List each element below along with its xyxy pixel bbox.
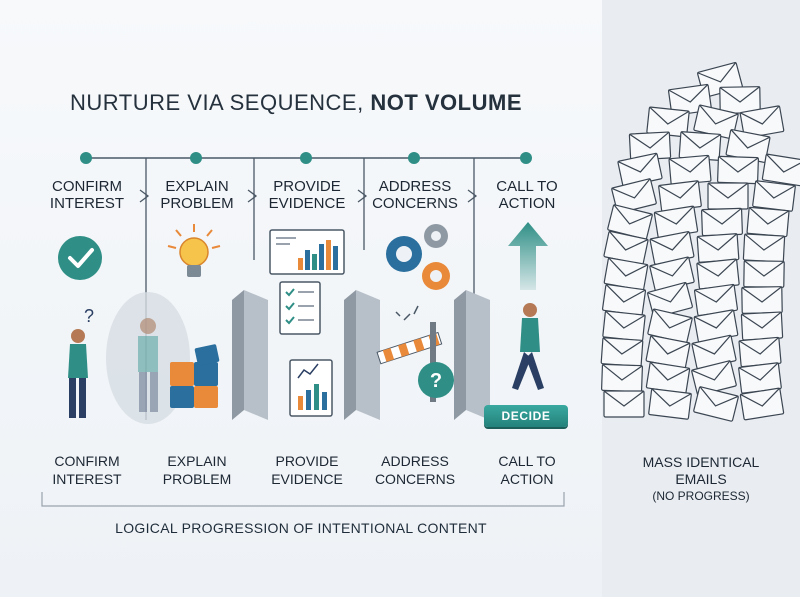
envelope-icon [603, 390, 645, 418]
envelope-icon [617, 152, 663, 188]
envelope-icon [707, 182, 749, 210]
step-label-5: CALL TO ACTION [496, 178, 558, 212]
timeline-node-4 [408, 152, 420, 164]
bottom-label-4: ADDRESS CONCERNS [374, 453, 456, 487]
envelope-icon [742, 233, 786, 263]
wall-3 [454, 290, 490, 420]
step-label-3: PROVIDE EVIDENCE [268, 178, 346, 212]
envelope-icon [649, 231, 695, 265]
step-label-4: ADDRESS CONCERNS [372, 178, 458, 212]
envelope-icon [611, 178, 657, 214]
mass-label-line1: MASS IDENTICAL [642, 454, 760, 470]
envelope-icon [693, 386, 739, 422]
envelope-pile [600, 61, 800, 422]
decide-badge: DECIDE [484, 405, 568, 427]
envelope-icon [601, 363, 643, 393]
check-circle-icon [58, 236, 102, 280]
envelope-icon [600, 337, 644, 367]
blurred-person-icon [106, 292, 190, 424]
mass-label-line3: (NO PROGRESS) [652, 489, 750, 503]
envelope-icon [752, 180, 796, 212]
bracket-line [41, 492, 565, 507]
bar-chart-board-icon [269, 229, 345, 275]
envelope-icon [717, 155, 759, 185]
arrow-1-icon [139, 189, 150, 203]
envelope-icon [647, 308, 693, 344]
envelope-icon [602, 310, 646, 342]
envelope-icon [658, 180, 702, 212]
envelope-icon [746, 206, 790, 238]
envelope-icon [648, 388, 692, 420]
svg-text:?: ? [430, 370, 442, 392]
bottom-label-5: CALL TO ACTION [498, 453, 556, 487]
footer-caption: LOGICAL PROGRESSION OF INTENTIONAL CONTE… [115, 520, 487, 536]
arrow-2-icon [247, 189, 258, 203]
step-label-1: CONFIRM INTEREST [49, 178, 125, 212]
envelope-icon [741, 286, 783, 314]
lightbulb-icon [167, 224, 221, 277]
puzzle-icon [170, 344, 220, 408]
bottom-label-1: CONFIRM INTEREST [52, 453, 122, 487]
thinking-person-icon: ? [68, 306, 94, 418]
envelope-icon [719, 86, 761, 114]
bottom-label-3: PROVIDE EVIDENCE [271, 453, 343, 487]
wall-2 [344, 290, 380, 420]
page-title: NURTURE VIA SEQUENCE, NOT VOLUME [70, 90, 522, 115]
envelope-icon [696, 233, 740, 263]
walking-person-icon [512, 303, 544, 390]
envelope-icon [739, 105, 785, 139]
timeline-node-1 [80, 152, 92, 164]
arrow-3-icon [357, 189, 368, 203]
envelope-icon [653, 205, 699, 239]
mass-label-line2: EMAILS [675, 471, 727, 487]
envelope-icon [701, 207, 743, 237]
envelope-icon [739, 387, 785, 421]
gears-icon [386, 224, 450, 290]
timeline-node-5 [520, 152, 532, 164]
envelope-icon [668, 154, 712, 186]
envelope-icon [740, 311, 784, 341]
bottom-label-2: EXPLAIN PROBLEM [162, 453, 232, 487]
step-label-2: EXPLAIN PROBLEM [160, 178, 234, 212]
timeline-node-3 [300, 152, 312, 164]
envelope-icon [601, 283, 647, 317]
arrow-4-icon [467, 189, 478, 203]
broken-barrier-icon [376, 305, 443, 402]
checklist-icon [279, 281, 321, 335]
timeline-node-2 [190, 152, 202, 164]
envelope-icon [678, 131, 722, 161]
envelope-icon [738, 336, 782, 368]
envelope-icon [647, 281, 693, 318]
svg-text:?: ? [84, 306, 94, 326]
envelope-icon [607, 204, 653, 240]
question-circle-icon: ? [418, 362, 454, 398]
up-arrow-icon [508, 222, 548, 290]
envelope-icon [743, 260, 785, 288]
envelope-icon [761, 153, 800, 187]
wall-1 [232, 290, 268, 420]
report-chart-icon [289, 359, 333, 417]
timeline [80, 152, 532, 420]
